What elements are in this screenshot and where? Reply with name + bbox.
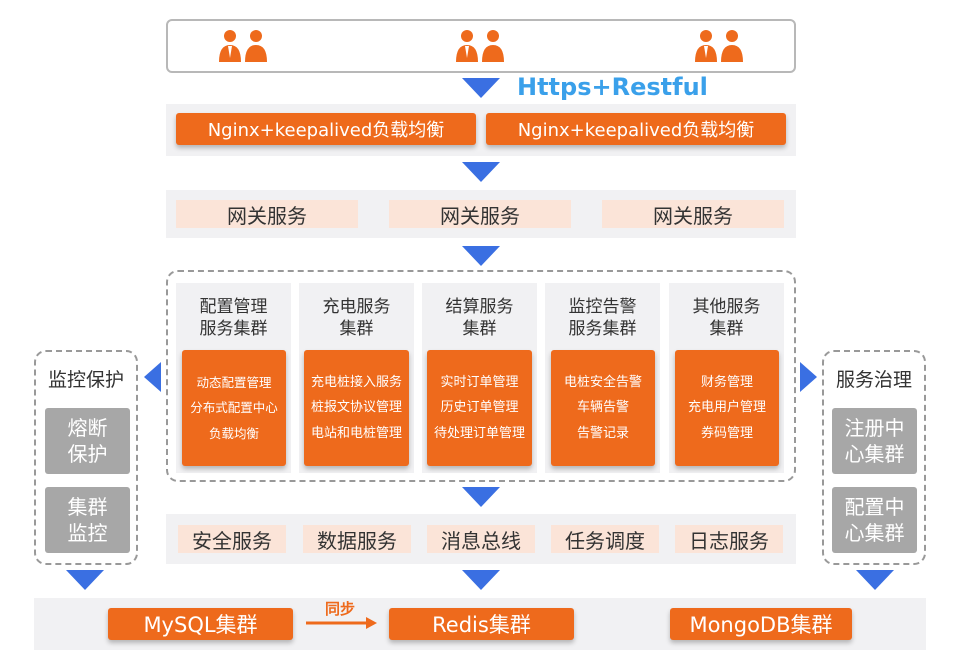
- arrow-down-icon: [462, 487, 500, 507]
- users-box: [166, 19, 796, 73]
- cluster-card-charging: 充电服务 集群 充电桩接入服务 桩报文协议管理 电站和电桩管理: [299, 283, 414, 473]
- panel-title: 监控保护: [47, 369, 124, 391]
- cluster-item: 券码管理: [700, 425, 753, 441]
- cluster-item: 电桩安全告警: [563, 374, 642, 390]
- cluster-title: 集群: [709, 319, 744, 339]
- gateway-service-box: 网关服务: [602, 200, 784, 228]
- arrow-down-icon: [462, 570, 500, 590]
- cluster-item: 待处理订单管理: [433, 425, 525, 441]
- cluster-card-other: 其他服务 集群 财务管理 充电用户管理 券码管理: [669, 283, 784, 473]
- cluster-title: 配置管理: [199, 297, 268, 317]
- sync-arrow-icon: [306, 617, 377, 629]
- redis-cluster-box: Redis集群: [389, 608, 574, 640]
- load-balancer-box: Nginx+keepalived负载均衡: [486, 113, 786, 145]
- cluster-item: 负载均衡: [208, 425, 259, 441]
- arrow-down-icon: [462, 78, 500, 98]
- infra-service-box: 数据服务: [303, 525, 411, 553]
- cluster-card-config: 配置管理 服务集群 动态配置管理 分布式配置中心 负载均衡: [176, 283, 291, 473]
- cluster-item: 充电桩接入服务: [310, 374, 402, 390]
- cluster-item: 充电用户管理: [687, 400, 766, 416]
- cluster-item: 分布式配置中心: [190, 400, 278, 416]
- user-group-icon: [695, 30, 743, 62]
- circuit-breaker-box: 熔断 保护: [45, 408, 130, 474]
- arrow-down-icon: [462, 246, 500, 266]
- arrow-down-icon: [66, 570, 104, 590]
- arrow-down-icon: [462, 162, 500, 182]
- cluster-item: 车辆告警: [576, 400, 629, 416]
- infra-service-box: 日志服务: [675, 525, 783, 553]
- cluster-item: 桩报文协议管理: [310, 400, 402, 416]
- cluster-monitoring-box: 集群 监控: [45, 487, 130, 553]
- cluster-title: 集群: [462, 319, 497, 339]
- infra-service-box: 安全服务: [178, 525, 286, 553]
- cluster-title: 其他服务: [692, 297, 761, 317]
- service-clusters-container: [166, 270, 796, 482]
- cluster-item: 财务管理: [700, 374, 753, 390]
- mongodb-cluster-box: MongoDB集群: [670, 608, 852, 640]
- cluster-item: 实时订单管理: [440, 374, 519, 390]
- cluster-title: 服务集群: [568, 319, 637, 339]
- cluster-item: 电站和电桩管理: [310, 425, 402, 441]
- load-balancer-box: Nginx+keepalived负载均衡: [176, 113, 476, 145]
- cluster-item: 告警记录: [576, 425, 629, 441]
- cluster-title: 充电服务: [322, 297, 391, 317]
- infra-service-box: 消息总线: [427, 525, 535, 553]
- gateway-service-box: 网关服务: [176, 200, 358, 228]
- cluster-title: 结算服务: [445, 297, 514, 317]
- cluster-title: 集群: [339, 319, 374, 339]
- registry-cluster-box: 注册中 心集群: [832, 408, 917, 474]
- protocol-label: Https+Restful: [517, 73, 708, 101]
- cluster-item: 历史订单管理: [440, 400, 519, 416]
- panel-title: 服务治理: [835, 369, 912, 391]
- config-cluster-box: 配置中 心集群: [832, 487, 917, 553]
- mysql-cluster-box: MySQL集群: [108, 608, 293, 640]
- cluster-card-monitoring: 监控告警 服务集群 电桩安全告警 车辆告警 告警记录: [545, 283, 660, 473]
- cluster-title: 监控告警: [568, 297, 637, 317]
- arrow-left-icon: [144, 362, 161, 392]
- infra-service-box: 任务调度: [551, 525, 659, 553]
- cluster-item: 动态配置管理: [196, 374, 272, 390]
- cluster-card-settlement: 结算服务 集群 实时订单管理 历史订单管理 待处理订单管理: [422, 283, 537, 473]
- sync-label: 同步: [324, 600, 355, 618]
- arrow-down-icon: [856, 570, 894, 590]
- gateway-service-box: 网关服务: [389, 200, 571, 228]
- user-group-icon: [219, 30, 267, 62]
- arrow-right-icon: [800, 362, 817, 392]
- cluster-title: 服务集群: [199, 319, 268, 339]
- user-group-icon: [456, 30, 504, 62]
